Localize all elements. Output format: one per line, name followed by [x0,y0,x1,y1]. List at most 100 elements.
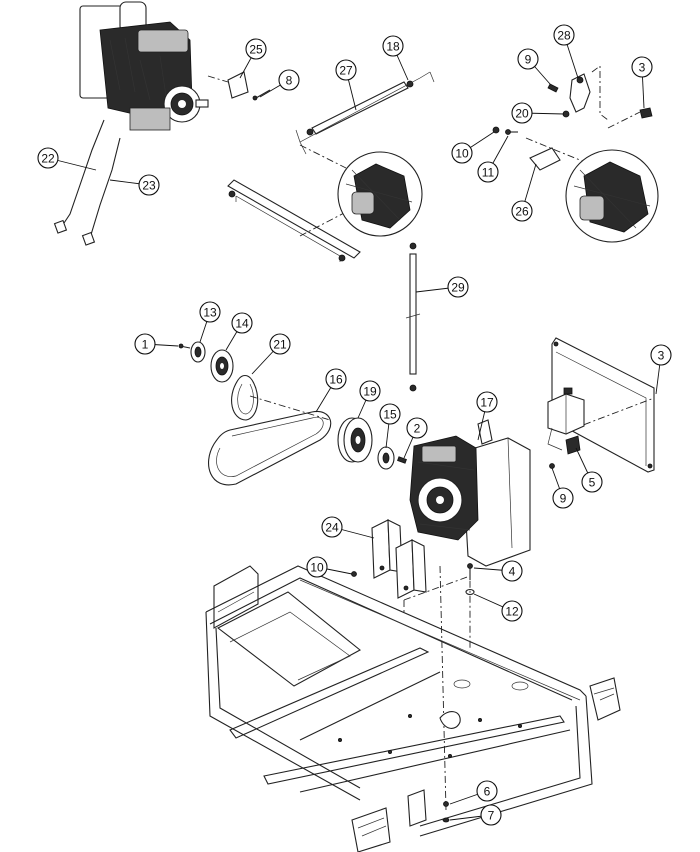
mount-bracket-24 [371,519,427,599]
callout-27: 27 [335,59,357,111]
callout-circle [447,276,469,298]
callout-circle [480,804,502,826]
callout-12: 12 [473,593,523,622]
callout-circle [501,560,523,582]
callout-8: 8 [259,69,300,98]
bolt-11 [505,129,518,135]
bolt-10-mid [351,571,357,577]
cable-22 [53,119,105,234]
callout-number: 17 [480,396,494,410]
rod-29 [405,242,421,392]
callout-25: 25 [239,38,267,79]
callout-20: 20 [511,102,565,124]
callout-circle [321,516,343,538]
callout-number: 15 [383,408,397,422]
callout-14: 14 [225,312,253,351]
callout-3: 3 [650,344,672,395]
bracket-25 [207,71,249,99]
callout-number: 8 [286,74,293,88]
callout-9: 9 [551,467,574,509]
callout-number: 9 [560,492,567,506]
callout-number: 12 [505,605,519,619]
callout-number: 24 [325,521,339,535]
callout-circle [581,471,603,493]
callout-number: 3 [639,61,646,75]
callout-circle [325,368,347,390]
callout-circle [379,403,401,425]
callout-circle [269,333,291,355]
callout-26: 26 [511,163,537,222]
screw-1 [178,343,191,349]
key-2 [397,456,407,464]
screw-3-top [607,107,653,129]
callout-number: 2 [414,422,421,436]
callout-number: 26 [515,205,529,219]
pulley-13 [190,341,206,363]
callout-number: 22 [41,152,55,166]
callout-21: 21 [251,333,291,375]
callout-number: 20 [515,107,529,121]
callout-13: 13 [199,301,221,343]
callout-circle [306,556,328,578]
callout-9: 9 [517,48,551,85]
callout-number: 9 [525,53,532,67]
pulley-19 [337,417,373,463]
callout-circle [553,24,575,46]
callout-number: 19 [363,385,377,399]
callout-number: 18 [386,40,400,54]
callout-5: 5 [575,447,603,493]
callout-circle [476,780,498,802]
dashed-plate-upper [295,71,435,169]
callout-number: 10 [455,147,469,161]
callout-number: 14 [235,317,249,331]
callout-10: 10 [306,556,353,578]
callout-number: 21 [273,338,287,352]
lever-28 [569,65,609,121]
callout-16: 16 [315,368,347,413]
callout-circle [382,35,404,57]
callout-circle [138,174,160,196]
belt-16 [208,395,332,486]
callout-circle [231,312,253,334]
rod-27 [306,80,414,136]
pulley-14 [210,349,234,383]
callout-number: 29 [451,281,465,295]
engine-assembly-top [79,1,209,131]
callout-circle [477,161,499,183]
callout-number: 13 [203,306,217,320]
engine-detail-circle-2 [565,149,659,243]
callout-number: 16 [329,373,343,387]
callout-circle [501,600,523,622]
callout-number: 11 [482,166,495,180]
callout-number: 10 [310,561,324,575]
engine-17 [409,419,531,567]
callout-28: 28 [553,24,579,79]
callout-3: 3 [631,56,653,109]
callout-number: 6 [484,785,491,799]
fuel-tank [547,387,585,451]
callout-18: 18 [382,35,409,81]
callout-number: 7 [488,809,495,823]
dashed-guides-mid [403,565,471,811]
callout-4: 4 [473,560,523,582]
callout-number: 28 [557,29,571,43]
callout-circle [511,200,533,222]
callout-circle [406,417,428,439]
callout-circle [278,69,300,91]
callout-6: 6 [449,780,498,805]
callout-22: 22 [37,147,97,171]
callout-2: 2 [403,417,428,459]
callout-number: 25 [249,43,263,57]
hub-15 [377,446,395,470]
callout-15: 15 [379,403,401,449]
callout-1: 1 [134,333,179,355]
cable-23 [81,137,121,246]
callout-23: 23 [109,174,160,196]
callout-10: 10 [451,131,495,164]
callout-circle [134,333,156,355]
callout-circle [359,380,381,402]
callout-circle [552,487,574,509]
callout-circle [476,391,498,413]
callout-number: 27 [339,64,353,78]
